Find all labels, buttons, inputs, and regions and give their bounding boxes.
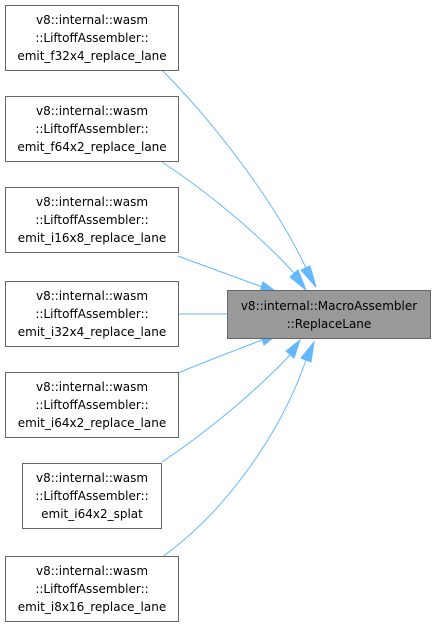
caller-node-emit-i64x2-replace-lane[interactable]: v8::internal::wasm ::LiftoffAssembler:: … xyxy=(5,372,179,438)
target-node-line2: ::ReplaceLane xyxy=(286,316,372,331)
caller-node-line2: ::LiftoffAssembler:: xyxy=(35,489,149,503)
caller-node-line3: emit_i64x2_splat xyxy=(41,507,143,521)
caller-node-line1: v8::internal::wasm xyxy=(35,380,149,394)
caller-node-emit-i32x4-replace-lane[interactable]: v8::internal::wasm ::LiftoffAssembler:: … xyxy=(5,281,179,347)
edge-i16x8-replace-lane xyxy=(177,255,263,288)
caller-node-line1: v8::internal::wasm xyxy=(35,13,149,27)
target-node-line1: v8::internal::MacroAssembler xyxy=(240,298,418,313)
caller-node-line2: ::LiftoffAssembler:: xyxy=(35,398,149,412)
caller-node-emit-f32x4-replace-lane[interactable]: v8::internal::wasm ::LiftoffAssembler:: … xyxy=(5,5,179,71)
arrowhead-f32x4 xyxy=(300,265,317,288)
caller-node-line2: ::LiftoffAssembler:: xyxy=(35,31,149,45)
caller-node-line1: v8::internal::wasm xyxy=(35,289,149,303)
caller-node-line3: emit_i32x4_replace_lane xyxy=(17,325,167,339)
edge-i8x16-replace-lane xyxy=(161,359,307,558)
caller-node-line3: emit_i64x2_replace_lane xyxy=(17,416,167,430)
edge-f64x2-replace-lane xyxy=(161,161,296,275)
caller-node-line2: ::LiftoffAssembler:: xyxy=(35,582,149,596)
caller-node-line1: v8::internal::wasm xyxy=(35,564,149,578)
caller-node-line3: emit_i16x8_replace_lane xyxy=(17,231,167,245)
caller-node-line3: emit_i8x16_replace_lane xyxy=(17,600,167,614)
caller-node-line2: ::LiftoffAssembler:: xyxy=(35,307,149,321)
arrowhead-i8x16 xyxy=(300,340,315,363)
caller-node-emit-i64x2-splat[interactable]: v8::internal::wasm ::LiftoffAssembler:: … xyxy=(22,463,162,529)
caller-node-emit-i8x16-replace-lane[interactable]: v8::internal::wasm ::LiftoffAssembler:: … xyxy=(5,556,179,622)
edge-i64x2-splat xyxy=(161,354,291,463)
caller-node-line1: v8::internal::wasm xyxy=(35,195,149,209)
arrowhead-f64x2 xyxy=(289,269,308,292)
target-node-macroassembler-replacelane[interactable]: v8::internal::MacroAssembler ::ReplaceLa… xyxy=(227,290,431,339)
caller-node-line2: ::LiftoffAssembler:: xyxy=(35,213,149,227)
caller-node-line3: emit_f32x4_replace_lane xyxy=(17,49,167,63)
caller-node-emit-f64x2-replace-lane[interactable]: v8::internal::wasm ::LiftoffAssembler:: … xyxy=(5,96,179,162)
arrowhead-i64x2-splat xyxy=(285,338,302,359)
caller-node-line1: v8::internal::wasm xyxy=(35,104,149,118)
caller-node-line1: v8::internal::wasm xyxy=(35,471,149,485)
edge-i64x2-replace-lane xyxy=(177,339,263,374)
caller-node-line2: ::LiftoffAssembler:: xyxy=(35,122,149,136)
edge-f32x4-replace-lane xyxy=(161,69,307,269)
caller-node-emit-i16x8-replace-lane[interactable]: v8::internal::wasm ::LiftoffAssembler:: … xyxy=(5,187,179,253)
caller-node-line3: emit_f64x2_replace_lane xyxy=(17,140,167,154)
